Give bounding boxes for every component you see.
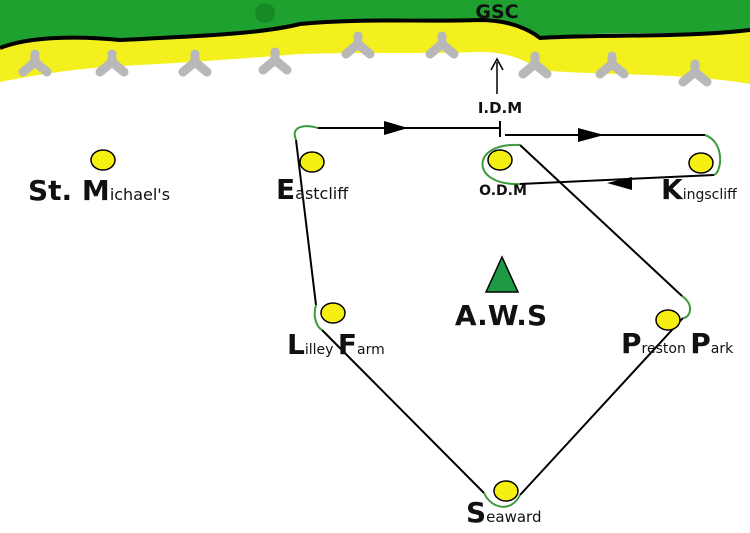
route-arrow [607, 177, 632, 190]
marker-eastcliff [299, 151, 325, 173]
gsc-label: GSC [475, 1, 518, 23]
place-st-michaels: St. Michael's [28, 174, 170, 207]
turn-curves [293, 125, 721, 508]
marker-st-michaels [90, 149, 116, 171]
aws-label: A.W.S [455, 299, 547, 332]
route-arrow [578, 128, 604, 142]
place-kingscliff: Kingscliff [661, 173, 737, 206]
tree-icon [255, 3, 275, 23]
marker-kingscliff [688, 152, 714, 174]
coast-line [0, 17, 750, 50]
markers [90, 149, 714, 502]
place-seaward: Seaward [466, 496, 541, 529]
marker-odm [487, 149, 513, 171]
aws-triangle-icon [484, 255, 520, 293]
marker-preston-park [655, 309, 681, 331]
beach-sand [0, 20, 750, 84]
marker-seaward [493, 480, 519, 502]
marker-lilley-farm [320, 302, 346, 324]
route-arrow [384, 121, 408, 135]
route-lines [295, 121, 715, 496]
idm-label: I.D.M [478, 99, 522, 117]
place-eastcliff: Eastcliff [276, 173, 349, 206]
place-lilley-farm: Lilley Farm [287, 328, 385, 361]
odm-label: O.D.M [479, 183, 527, 199]
idm-arrow-head [490, 57, 504, 71]
place-preston-park: Preston Park [621, 327, 734, 360]
